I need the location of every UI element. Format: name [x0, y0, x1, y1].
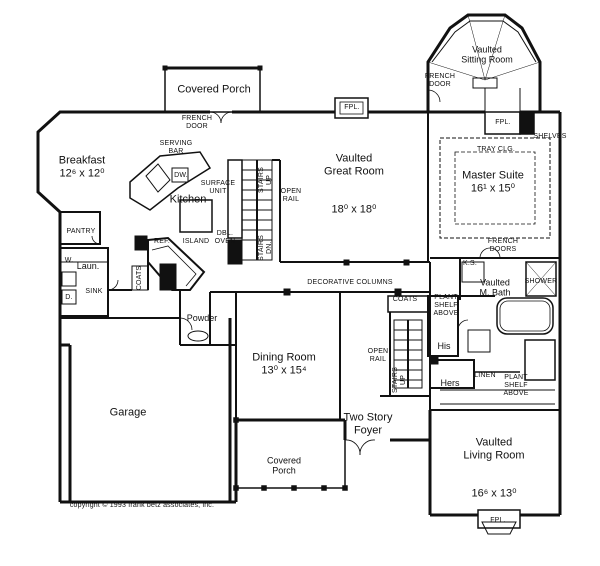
foyer-label: Two Story Foyer [344, 411, 393, 436]
dbl-oven-label: DBL. OVEN [214, 229, 236, 245]
covered-porch-top-name: Covered Porch [177, 83, 251, 96]
master-suite-name: Master Suite [462, 169, 524, 182]
living-room-name: Vaulted Living Room [463, 436, 525, 462]
laundry-label: Laun. [77, 261, 100, 271]
covered-porch-bottom-outline [233, 417, 348, 491]
linen-label: LINEN [474, 371, 496, 379]
foyer-name: Two Story Foyer [343, 411, 393, 436]
door-swings [91, 89, 501, 456]
serving-bar-label: SERVING BAR [159, 139, 193, 155]
fpl-master-label: FPL. [495, 118, 511, 126]
living-room-dims: 16⁶ x 13⁰ [471, 487, 517, 500]
plant-shelf-above-2-label: PLANT SHELF ABOVE [503, 373, 529, 398]
great-room-fireplace [334, 97, 369, 119]
surface-unit-label: SURFACE UNIT [200, 179, 236, 195]
fpl-great-label: FPL. [344, 103, 360, 111]
island-label: ISLAND [182, 237, 210, 245]
sitting-room-name: Vaulted Sitting Room [461, 44, 513, 65]
covered-porch-bottom-label: Covered Porch [267, 456, 301, 477]
master-suite-walls [427, 137, 560, 405]
foyer-stair [380, 295, 430, 397]
breakfast-name: Breakfast [58, 154, 106, 167]
dining-room-label: Dining Room 13⁰ x 15⁴ [252, 351, 316, 376]
ks-label: K.S. [462, 259, 478, 267]
decorative-column-marks [283, 259, 410, 296]
sitting-room-outline [426, 13, 560, 114]
french-doors-suite-label: FRENCH DOORS [487, 237, 519, 253]
breakfast-label: Breakfast 12⁶ x 12⁰ [59, 154, 105, 179]
coats-laundry-label: COATS [135, 265, 143, 291]
dining-room-name: Dining Room [252, 351, 316, 364]
main-stair [241, 159, 281, 262]
copyright-text: copyright © 1993 frank betz associates, … [69, 501, 215, 509]
kitchen-walls [59, 151, 243, 317]
powder-name: Powder [186, 312, 218, 323]
master-suite-label: Master Suite 16¹ x 15⁰ [462, 169, 524, 194]
master-suite-dims: 16¹ x 15⁰ [470, 182, 516, 194]
great-room-name: Vaulted Great Room [324, 152, 384, 178]
dw-label: DW. [174, 171, 188, 179]
garage-walls [60, 318, 232, 504]
kitchen-label: Kitchen [170, 194, 207, 207]
living-room-fireplace [477, 509, 521, 535]
fpl-living-label: FPL. [490, 516, 506, 524]
decorative-columns-label: DECORATIVE COLUMNS [307, 278, 393, 286]
stairs-up-foyer-label: STAIRS UP [391, 367, 407, 393]
stairs-dn-label: STAIRS DN. [257, 235, 273, 261]
covered-porch-bottom-name: Covered Porch [266, 455, 302, 476]
coats-hall-label: COATS [392, 295, 418, 303]
m-bath-name: Vaulted M. Bath [479, 277, 511, 298]
breakfast-dims: 12⁶ x 12⁰ [59, 167, 105, 179]
garage-label: Garage [110, 407, 147, 420]
kitchen-name: Kitchen [169, 193, 207, 206]
hers-name: Hers [440, 377, 460, 388]
dining-room-dims: 13⁰ x 15⁴ [261, 364, 307, 376]
plant-shelf-above-1-label: PLANT SHELF ABOVE [433, 293, 459, 318]
powder-label: Powder [187, 313, 218, 323]
french-door-sitting-label: FRENCH DOOR [424, 72, 456, 88]
shelves-label: SHELVES [533, 132, 567, 140]
ref-label: REF. [154, 237, 170, 245]
open-rail-upper-label: OPEN RAIL [280, 187, 302, 203]
master-fireplace [484, 111, 535, 135]
shower-label: SHOWER [524, 277, 558, 285]
w-label: W. [64, 256, 74, 264]
d-label: D. [65, 293, 73, 301]
stairs-up-label: STAIRS UP [257, 167, 273, 193]
hers-label: Hers [440, 378, 459, 388]
covered-porch-top-label: Covered Porch [177, 84, 250, 97]
living-room-label: Vaulted Living Room 16⁶ x 13⁰ [463, 411, 524, 512]
pantry-label: PANTRY [67, 228, 96, 236]
sitting-room-label: Vaulted Sitting Room [461, 45, 513, 66]
pantry-name: PANTRY [66, 227, 96, 235]
great-room-dims: 18⁰ x 18⁰ [331, 203, 377, 216]
french-door-porch-label: FRENCH DOOR [181, 114, 213, 130]
his-name: His [437, 340, 451, 351]
powder-sink [187, 330, 209, 342]
sink-label: SINK [85, 287, 103, 295]
m-bath-label: Vaulted M. Bath [479, 278, 510, 299]
open-rail-foyer-label: OPEN RAIL [367, 347, 389, 363]
laundry-name: Laun. [76, 260, 100, 271]
great-room-label: Vaulted Great Room 18⁰ x 18⁰ [324, 127, 384, 228]
his-label: His [438, 341, 451, 351]
garage-name: Garage [109, 406, 147, 419]
tray-clg-label: TRAY CLG. [476, 145, 516, 153]
